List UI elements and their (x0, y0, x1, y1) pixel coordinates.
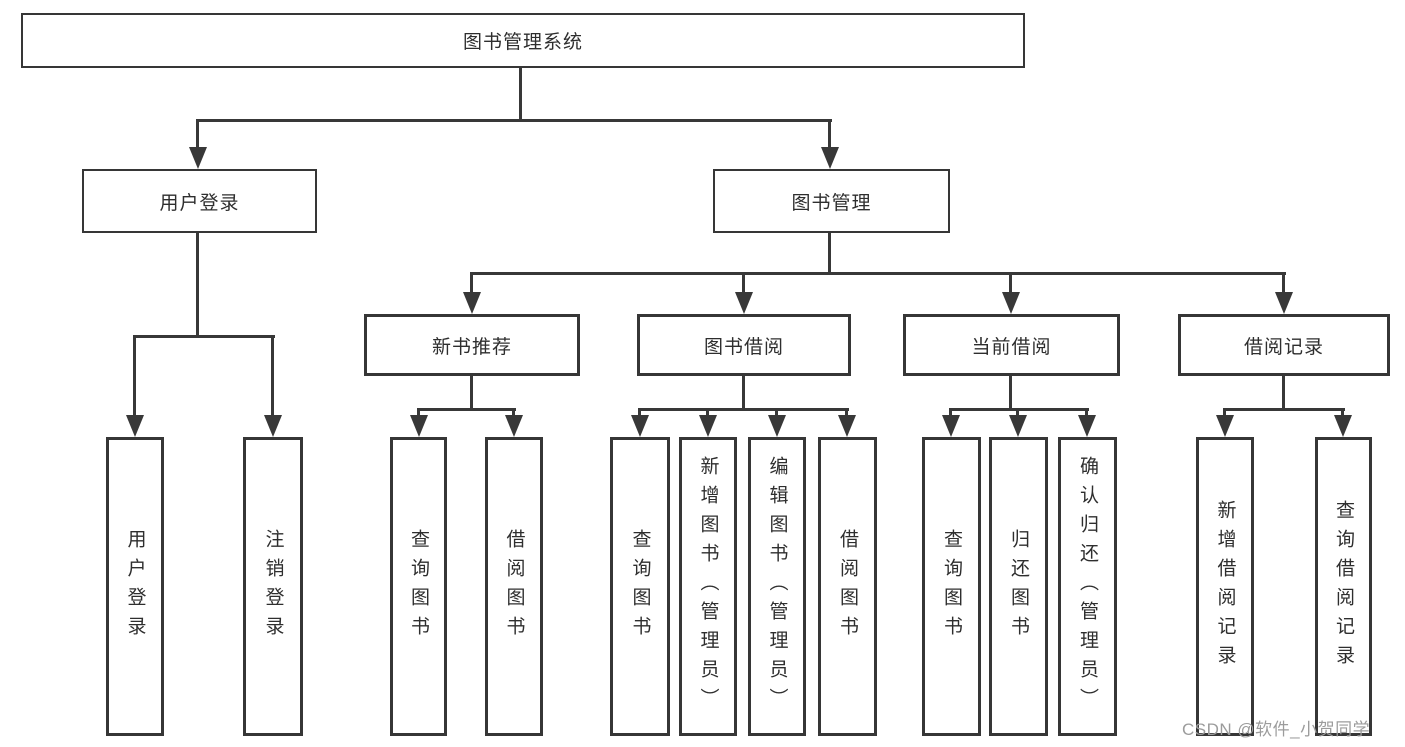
edge-user-login-hbar (133, 335, 275, 338)
edge-to-book-borrow (742, 272, 745, 292)
edge-to-leaf-edit-book (775, 408, 778, 417)
edge-book-management-hbar (470, 272, 1286, 275)
arrowhead-user-login (189, 147, 207, 169)
arrowhead-book-management (821, 147, 839, 169)
arrowhead-leaf-return-book (1009, 415, 1027, 437)
arrowhead-leaf-query-record (1334, 415, 1352, 437)
leaf-query-borrow-record: 查询借阅记录 (1315, 437, 1372, 736)
leaf-confirm-return-admin: 确认归还（管理员） (1058, 437, 1117, 736)
arrowhead-book-borrow (735, 292, 753, 314)
arrowhead-leaf-query-books-1 (410, 415, 428, 437)
edge-to-leaf-query-books-1 (417, 408, 420, 417)
arrowhead-leaf-logout (264, 415, 282, 437)
edge-to-leaf-query-record (1341, 408, 1344, 417)
edge-to-user-login (196, 119, 199, 147)
arrowhead-leaf-query-books-2 (631, 415, 649, 437)
edge-root-trunk (519, 68, 522, 120)
edge-to-leaf-borrow-books-2 (845, 408, 848, 417)
leaf-logout: 注销登录 (243, 437, 303, 736)
arrowhead-leaf-add-book (699, 415, 717, 437)
leaf-query-books-3: 查询图书 (922, 437, 981, 736)
node-library-system: 图书管理系统 (21, 13, 1025, 68)
leaf-query-books-2: 查询图书 (610, 437, 670, 736)
edge-user-login-trunk (196, 233, 199, 335)
edge-to-leaf-confirm-return (1085, 408, 1088, 417)
arrowhead-leaf-query-books-3 (942, 415, 960, 437)
node-new-book-recommend: 新书推荐 (364, 314, 580, 376)
arrowhead-leaf-confirm-return (1078, 415, 1096, 437)
edge-new-book-recommend-hbar (417, 408, 516, 411)
edge-new-book-recommend-trunk (470, 376, 473, 408)
edge-to-new-book-recommend (470, 272, 473, 292)
edge-borrow-records-trunk (1282, 376, 1285, 408)
edge-to-leaf-add-record (1223, 408, 1226, 417)
node-book-borrow: 图书借阅 (637, 314, 851, 376)
edge-book-management-trunk (828, 233, 831, 272)
leaf-user-login: 用户登录 (106, 437, 164, 736)
edge-book-borrow-hbar (638, 408, 849, 411)
node-user-login: 用户登录 (82, 169, 317, 233)
arrowhead-leaf-borrow-books-1 (505, 415, 523, 437)
edge-to-book-management (828, 119, 831, 147)
node-book-management: 图书管理 (713, 169, 950, 233)
arrowhead-leaf-borrow-books-2 (838, 415, 856, 437)
edge-to-leaf-query-books-3 (949, 408, 952, 417)
leaf-add-book-admin: 新增图书（管理员） (679, 437, 737, 736)
edge-book-borrow-trunk (742, 376, 745, 408)
edge-current-borrow-trunk (1009, 376, 1012, 408)
leaf-borrow-books-1: 借阅图书 (485, 437, 543, 736)
edge-to-borrow-records (1282, 272, 1285, 292)
arrowhead-borrow-records (1275, 292, 1293, 314)
edge-to-leaf-add-book (706, 408, 709, 417)
arrowhead-current-borrow (1002, 292, 1020, 314)
leaf-borrow-books-2: 借阅图书 (818, 437, 877, 736)
node-borrow-records: 借阅记录 (1178, 314, 1390, 376)
csdn-watermark: CSDN @软件_小贺同学 (1182, 720, 1371, 739)
edge-to-current-borrow (1009, 272, 1012, 292)
edge-to-leaf-borrow-books-1 (512, 408, 515, 417)
edge-to-leaf-query-books-2 (638, 408, 641, 417)
arrowhead-leaf-add-record (1216, 415, 1234, 437)
arrowhead-leaf-user-login (126, 415, 144, 437)
edge-root-hbar (196, 119, 832, 122)
edge-current-borrow-hbar (949, 408, 1089, 411)
arrowhead-new-book-recommend (463, 292, 481, 314)
edge-borrow-records-hbar (1223, 408, 1345, 411)
leaf-edit-book-admin: 编辑图书（管理员） (748, 437, 806, 736)
edge-to-leaf-logout (271, 335, 274, 415)
node-current-borrow: 当前借阅 (903, 314, 1120, 376)
leaf-return-book: 归还图书 (989, 437, 1048, 736)
edge-to-leaf-user-login (133, 335, 136, 415)
edge-to-leaf-return-book (1016, 408, 1019, 417)
leaf-query-books-1: 查询图书 (390, 437, 447, 736)
leaf-add-borrow-record: 新增借阅记录 (1196, 437, 1254, 736)
arrowhead-leaf-edit-book (768, 415, 786, 437)
